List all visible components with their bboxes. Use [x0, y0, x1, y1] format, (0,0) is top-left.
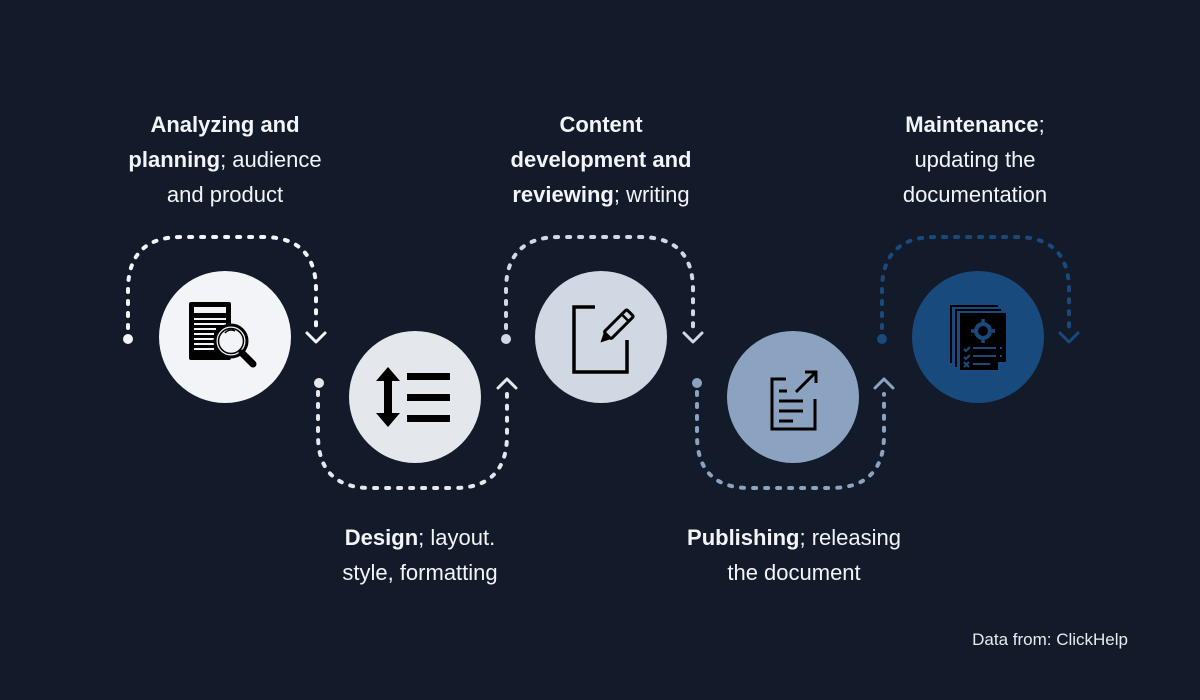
- step-3-title-line1: Content: [559, 112, 643, 137]
- step-5-arc: [880, 235, 1071, 330]
- step-1-title-line2: planning: [128, 147, 221, 172]
- step-4-circle: [727, 331, 859, 463]
- step-1-start-dot: [123, 334, 133, 344]
- step-5-desc-line3: documentation: [902, 182, 1048, 207]
- step-1-desc-line2: ; audience: [220, 147, 322, 172]
- step-2-desc-line2: style, formatting: [342, 560, 498, 585]
- step-5-title: Maintenance: [905, 112, 1039, 137]
- step-3-arrowhead: [682, 331, 704, 344]
- step-3-desc: ; writing: [613, 182, 690, 207]
- step-1-label: Analyzing and planning; audience and pro…: [100, 107, 350, 212]
- step-4-title: Publishing: [687, 525, 800, 550]
- step-1-arrowhead: [305, 331, 327, 344]
- step-5-circle: [912, 271, 1044, 403]
- step-3-title-line3: reviewing: [512, 182, 614, 207]
- step-3-arc: [504, 235, 695, 330]
- step-1-circle: [159, 271, 291, 403]
- step-1-arc: [126, 235, 318, 330]
- step-2-circle: [349, 331, 481, 463]
- export-document-icon: [770, 370, 818, 431]
- step-5-desc-line1: ;: [1038, 112, 1045, 137]
- step-3-circle: [535, 271, 667, 403]
- step-4-label: Publishing; releasing the document: [660, 520, 928, 590]
- step-4-arrowhead: [873, 377, 895, 390]
- step-4-desc-line1: ; releasing: [799, 525, 901, 550]
- edit-document-icon: [572, 305, 635, 374]
- step-3-title-line2: development and: [510, 147, 692, 172]
- step-4-start-dot: [692, 378, 702, 388]
- step-1-title-line1: Analyzing and: [150, 112, 300, 137]
- step-2-start-dot: [314, 378, 324, 388]
- step-2-arrowhead: [496, 377, 518, 390]
- step-4-arc: [695, 390, 886, 490]
- step-5-arrowhead: [1058, 331, 1080, 344]
- step-3-label: Content development and reviewing; writi…: [476, 107, 726, 212]
- step-2-desc-line1: ; layout.: [418, 525, 496, 550]
- line-spacing-icon: [376, 367, 450, 427]
- step-2-title: Design: [344, 525, 419, 550]
- step-1-desc-line3: and product: [166, 182, 284, 207]
- step-2-label: Design; layout. style, formatting: [300, 520, 540, 590]
- step-5-label: Maintenance; updating the documentation: [850, 107, 1100, 212]
- document-settings-checklist-icon: [950, 305, 1006, 370]
- step-2-arc: [316, 390, 509, 490]
- document-search-icon: [189, 302, 257, 368]
- data-source-credit: Data from: ClickHelp: [972, 630, 1128, 649]
- step-5-desc-line2: updating the: [914, 147, 1036, 172]
- step-5-start-dot: [877, 334, 887, 344]
- step-4-desc-line2: the document: [727, 560, 861, 585]
- step-3-start-dot: [501, 334, 511, 344]
